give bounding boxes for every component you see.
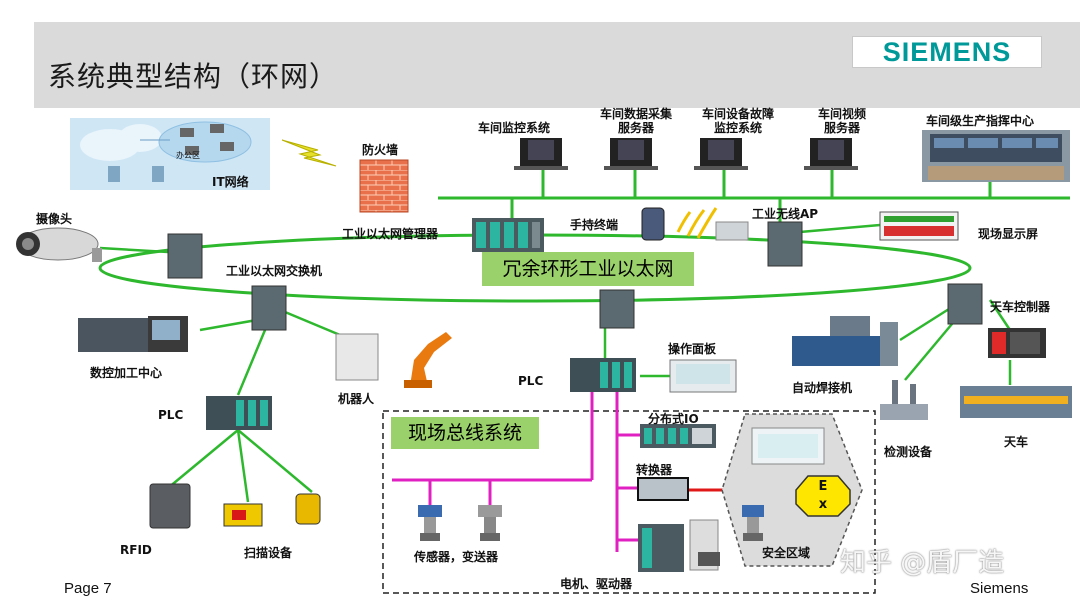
command-center-photo — [922, 130, 1070, 182]
workshop-data-label: 车间数据采集服务器 — [599, 107, 672, 135]
camera-label: 摄像头 — [36, 212, 73, 226]
fieldbus-label: 现场总线系统 — [391, 417, 539, 449]
watermark: 知乎 @盾厂造 — [840, 548, 1005, 578]
motors-label: 电机、驱动器 — [560, 577, 633, 591]
firewall-icon — [359, 159, 409, 213]
sensor-transmitter-icons — [418, 505, 502, 541]
workstation-icons — [514, 138, 858, 170]
ring-network-label: 冗余环形工业以太网 — [482, 252, 694, 286]
operator-panel-icon — [669, 359, 737, 393]
scanner-icon — [223, 493, 321, 527]
lightning-icon — [281, 139, 337, 167]
crane-label: 天车 — [1004, 435, 1029, 449]
field-display-label: 现场显示屏 — [978, 227, 1039, 241]
wireless-signal-icon — [676, 207, 718, 239]
motor-drive-icon — [638, 519, 720, 572]
fieldbus-lines — [392, 392, 640, 552]
robot-icon — [335, 332, 452, 388]
converter-icon — [637, 477, 689, 501]
wireless-ap-icon — [715, 221, 749, 241]
siemens-logo: SIEMENS — [852, 36, 1042, 68]
safety-sensor-icon — [742, 505, 764, 541]
inspection-device-icon — [880, 380, 928, 420]
workshop-monitor-label: 车间监控系统 — [478, 121, 551, 135]
wireless-ap-label: 工业无线AP — [752, 207, 819, 221]
camera-icon — [16, 227, 102, 262]
cnc-label: 数控加工中心 — [90, 366, 163, 380]
crane-icon — [960, 386, 1072, 418]
fieldbus-boundary — [382, 410, 876, 594]
workshop-fault-label: 车间设备故障监控系统 — [701, 107, 774, 135]
rfid-label: RFID — [120, 543, 152, 557]
footer-brand: Siemens — [970, 580, 1029, 597]
ethernet-switch-icons — [167, 221, 983, 331]
ex-zone-icon — [795, 475, 851, 517]
plc-center-label: PLC — [518, 374, 544, 388]
firewall-label: 防火墙 — [362, 143, 399, 157]
scanner-label: 扫描设备 — [244, 546, 293, 560]
handheld-label: 手持终端 — [570, 218, 619, 232]
ethernet-manager-icon — [472, 218, 544, 252]
slide-title: 系统典型结构（环网） — [48, 60, 339, 93]
inspection-label: 检测设备 — [884, 445, 933, 459]
robot-label: 机器人 — [338, 392, 375, 406]
operator-panel-label: 操作面板 — [668, 342, 717, 356]
handheld-terminal-icon — [641, 207, 665, 241]
converter-label: 转换器 — [636, 463, 673, 477]
workshop-video-label: 车间视频服务器 — [817, 107, 866, 135]
field-display-icon — [879, 211, 959, 241]
command-center-label: 车间级生产指挥中心 — [926, 114, 1035, 128]
page-number: Page 7 — [64, 580, 112, 597]
plc-left-label: PLC — [158, 408, 184, 422]
distributed-io-label: 分布式IO — [648, 412, 699, 426]
crane-controller-icon — [988, 328, 1046, 358]
sensors-label: 传感器，变送器 — [414, 550, 499, 564]
safety-zone-label: 安全区域 — [762, 546, 811, 560]
it-network-label: IT网络 — [212, 175, 249, 189]
it-network-graphic — [70, 118, 270, 190]
rfid-reader-icon — [149, 483, 191, 529]
ethernet-manager-label: 工业以太网管理器 — [342, 227, 439, 241]
distributed-io-icon — [640, 424, 716, 448]
plc-rack-icons — [206, 358, 636, 430]
crane-controller-label: 天车控制器 — [990, 300, 1051, 314]
cnc-machine-icon — [78, 316, 188, 352]
welding-label: 自动焊接机 — [792, 381, 853, 395]
welding-machine-icon — [792, 316, 898, 366]
office-area-label: 办公区 — [176, 151, 200, 160]
ethernet-switch-label: 工业以太网交换机 — [226, 264, 323, 278]
